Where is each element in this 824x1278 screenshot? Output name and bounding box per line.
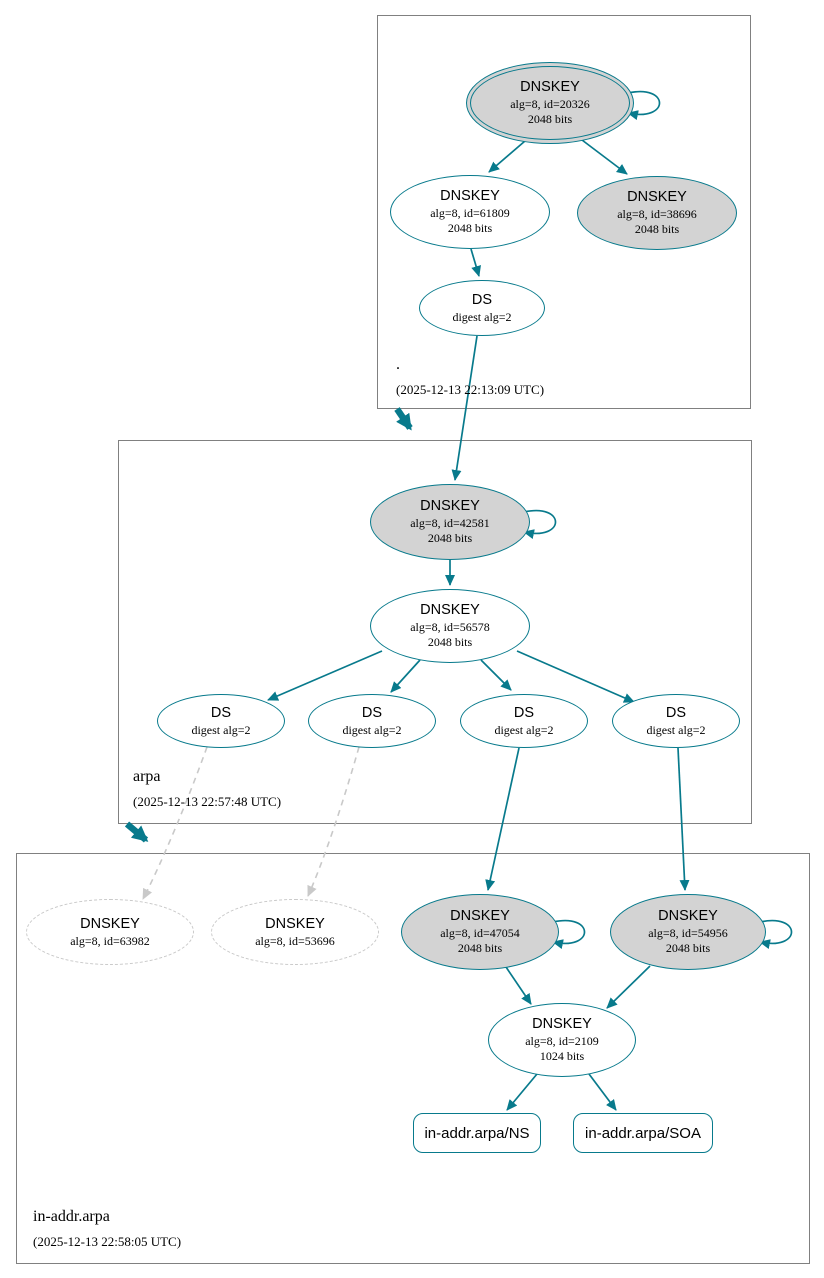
node-detail: digest alg=2 (494, 722, 554, 737)
dnskey-node-root-ksk-20326: DNSKEY alg=8, id=20326 2048 bits (466, 62, 634, 144)
zone-box-root (377, 15, 751, 409)
node-bits: 2048 bits (427, 635, 473, 650)
node-bits: 1024 bits (539, 1049, 585, 1064)
ds-node-arpa-2: DS digest alg=2 (308, 694, 436, 748)
dnskey-node-root-zsk-61809: DNSKEY alg=8, id=61809 2048 bits (390, 175, 550, 249)
ds-node-arpa-3: DS digest alg=2 (460, 694, 588, 748)
node-title: DNSKEY (80, 916, 140, 933)
node-alg: alg=8, id=20326 (510, 96, 590, 111)
rrset-node-ns: in-addr.arpa/NS (413, 1113, 541, 1153)
node-alg: alg=8, id=42581 (410, 515, 490, 530)
node-alg: alg=8, id=47054 (440, 925, 520, 940)
node-detail: digest alg=2 (452, 309, 512, 324)
node-alg: alg=8, id=38696 (617, 206, 697, 221)
zone-timestamp-arpa: (2025-12-13 22:57:48 UTC) (133, 794, 282, 809)
dnskey-node-root-38696: DNSKEY alg=8, id=38696 2048 bits (577, 176, 737, 250)
node-bits: 2048 bits (447, 221, 493, 236)
dnskey-node-missing-53696: DNSKEY alg=8, id=53696 (211, 899, 379, 965)
ds-node-arpa-4: DS digest alg=2 (612, 694, 740, 748)
node-alg: alg=8, id=56578 (410, 619, 490, 634)
node-title: DNSKEY (420, 602, 480, 619)
node-title: DS (665, 705, 687, 722)
zone-name-arpa: arpa (133, 768, 161, 785)
dnskey-node-missing-63982: DNSKEY alg=8, id=63982 (26, 899, 194, 965)
zone-name-in-addr-arpa: in-addr.arpa (33, 1208, 110, 1225)
zone-timestamp-in-addr-arpa: (2025-12-13 22:58:05 UTC) (33, 1234, 182, 1249)
ds-node-arpa-1: DS digest alg=2 (157, 694, 285, 748)
node-title: DNSKEY (265, 916, 325, 933)
dnskey-node-inaddr-ksk-54956: DNSKEY alg=8, id=54956 2048 bits (610, 894, 766, 970)
node-alg: alg=8, id=54956 (648, 925, 728, 940)
node-title: DS (471, 292, 493, 309)
node-bits: 2048 bits (634, 222, 680, 237)
node-title: DNSKEY (420, 498, 480, 515)
rrset-label: in-addr.arpa/SOA (585, 1124, 701, 1142)
dnskey-node-arpa-zsk-56578: DNSKEY alg=8, id=56578 2048 bits (370, 589, 530, 663)
dnskey-node-arpa-ksk-42581: DNSKEY alg=8, id=42581 2048 bits (370, 484, 530, 560)
node-alg: alg=8, id=63982 (70, 933, 150, 948)
node-title: DS (361, 705, 383, 722)
dnskey-node-inaddr-ksk-47054: DNSKEY alg=8, id=47054 2048 bits (401, 894, 559, 970)
node-alg: alg=8, id=53696 (255, 933, 335, 948)
node-title: DNSKEY (450, 908, 510, 925)
dnskey-node-inaddr-zsk-2109: DNSKEY alg=8, id=2109 1024 bits (488, 1003, 636, 1077)
node-title: DNSKEY (532, 1016, 592, 1033)
rrset-node-soa: in-addr.arpa/SOA (573, 1113, 713, 1153)
edge-delegation-arpa-to-inaddr (124, 821, 149, 843)
node-title: DNSKEY (627, 189, 687, 206)
ds-node-root: DS digest alg=2 (419, 280, 545, 336)
edge-delegation-root-to-arpa (394, 407, 413, 431)
node-bits: 2048 bits (427, 531, 473, 546)
zone-box-arpa (118, 440, 752, 824)
node-alg: alg=8, id=2109 (525, 1033, 599, 1048)
node-title: DS (210, 705, 232, 722)
zone-timestamp-root: (2025-12-13 22:13:09 UTC) (396, 382, 545, 397)
zone-name-root: . (396, 356, 400, 373)
rrset-label: in-addr.arpa/NS (424, 1124, 530, 1142)
node-detail: digest alg=2 (342, 722, 402, 737)
node-title: DNSKEY (520, 79, 580, 96)
node-bits: 2048 bits (457, 941, 503, 956)
node-alg: alg=8, id=61809 (430, 205, 510, 220)
node-title: DNSKEY (658, 908, 718, 925)
node-bits: 2048 bits (527, 112, 573, 127)
node-detail: digest alg=2 (646, 722, 706, 737)
node-detail: digest alg=2 (191, 722, 251, 737)
zone-box-in-addr-arpa (16, 853, 810, 1264)
node-bits: 2048 bits (665, 941, 711, 956)
node-title: DNSKEY (440, 188, 500, 205)
node-title: DS (513, 705, 535, 722)
